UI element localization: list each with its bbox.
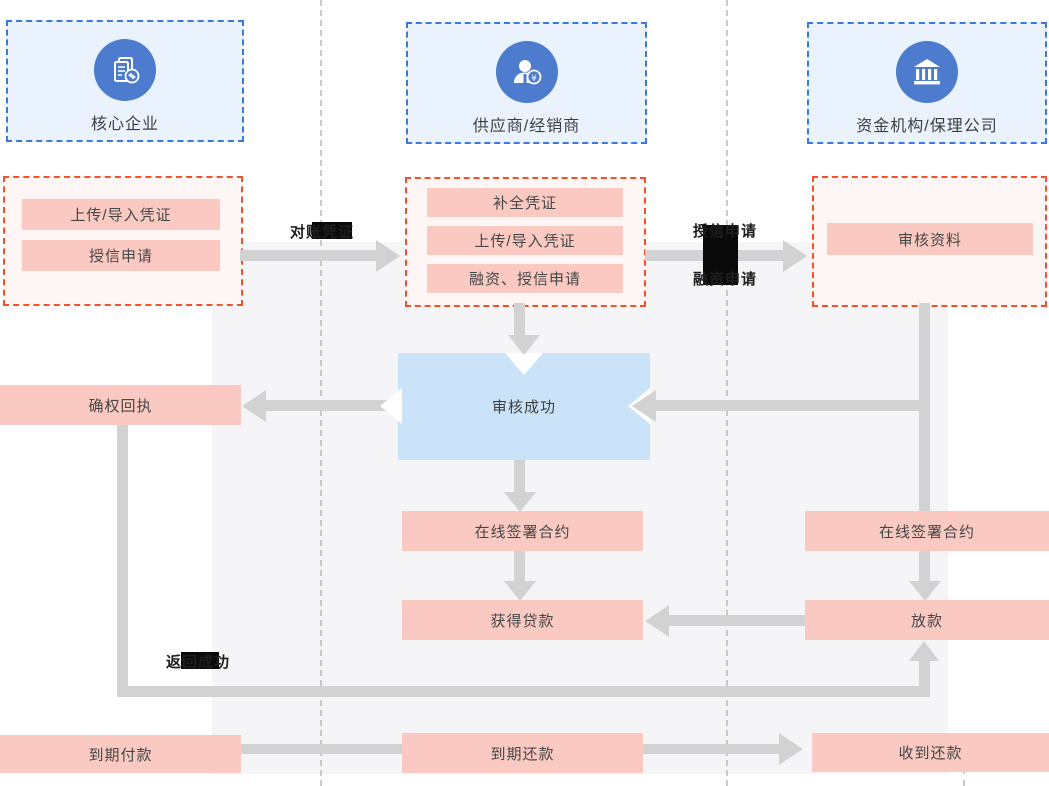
person-coin-icon: ¥ — [495, 41, 558, 103]
arrowhead-left-icon — [645, 605, 669, 637]
arrowhead-right-icon — [376, 240, 400, 272]
arrowhead-down-icon — [909, 581, 941, 601]
edge-sign-to-loan-line — [514, 551, 525, 583]
edge-audit-to-sign-line — [514, 460, 525, 494]
edge-label-credit-apply: 授信申请 — [693, 223, 758, 240]
text-overlap-artifact — [703, 225, 738, 285]
enterprise-icon — [94, 39, 156, 101]
step-supplier-upload: 上传/导入凭证 — [427, 226, 623, 255]
arrowhead-left-icon — [242, 390, 266, 422]
step-receive-repay: 收到还款 — [812, 733, 1049, 772]
edge-loop-across-line — [117, 686, 930, 697]
notch-icon — [380, 388, 402, 424]
lane-title-supplier: 供应商/经销商 — [472, 118, 581, 135]
step-core-credit: 授信申请 — [22, 240, 220, 271]
edge-label-reconcile: 对账凭证 — [290, 224, 355, 241]
step-sign-contract-mid: 在线签署合约 — [402, 511, 643, 551]
step-pay-due: 到期付款 — [0, 735, 241, 773]
lane-title-core: 核心企业 — [90, 116, 159, 133]
text-overlap-artifact — [312, 222, 352, 239]
arrowhead-down-icon — [504, 492, 536, 512]
arrowhead-down-icon — [504, 581, 536, 601]
step-repay-due: 到期还款 — [402, 733, 643, 773]
lane-header-supplier: ¥ 供应商/经销商 — [406, 22, 647, 144]
lane-divider-3 — [963, 768, 965, 786]
lane-divider-1 — [320, 0, 322, 786]
edge-disburse-to-loan-line — [665, 615, 805, 626]
step-disburse: 放款 — [805, 600, 1049, 640]
edge-audit-to-receipt-line — [262, 400, 398, 411]
step-get-loan: 获得贷款 — [402, 600, 643, 640]
step-core-upload: 上传/导入凭证 — [22, 199, 220, 230]
arrowhead-down-icon — [508, 335, 540, 355]
bank-columns-icon — [896, 41, 958, 103]
lane-divider-2 — [726, 0, 728, 786]
edge-label-finance-apply: 融资申请 — [693, 271, 758, 288]
arrowhead-left-icon — [632, 390, 656, 422]
step-funder-review: 审核资料 — [827, 223, 1033, 255]
step-supplier-finance: 融资、授信申请 — [427, 264, 623, 293]
edge-signright-to-disburse-line — [919, 551, 930, 583]
flow-background-panel — [212, 242, 948, 774]
edge-review-down-line — [919, 303, 930, 511]
step-supplier-complete: 补全凭证 — [427, 188, 623, 217]
lane-header-core: 核心企业 — [6, 20, 244, 142]
step-sign-contract-right: 在线签署合约 — [805, 511, 1049, 551]
lane-title-funder: 资金机构/保理公司 — [856, 118, 998, 135]
arrowhead-right-icon — [779, 733, 803, 765]
notch-icon — [505, 353, 543, 375]
lane-header-funder: 资金机构/保理公司 — [807, 22, 1047, 144]
text-overlap-artifact — [181, 652, 219, 669]
edge-loop-up-line — [919, 659, 930, 697]
arrowhead-right-icon — [783, 240, 807, 272]
edge-loop-down-line — [117, 425, 128, 697]
svg-text:¥: ¥ — [531, 74, 537, 84]
edge-label-return-success: 返回成功 — [166, 654, 231, 671]
edge-repay-to-receive-line — [643, 744, 783, 754]
edge-core-to-supplier-line — [240, 250, 378, 261]
edge-pay-to-repay-line — [241, 744, 402, 754]
arrowhead-up-icon — [909, 641, 939, 661]
step-confirm-receipt: 确权回执 — [0, 385, 241, 425]
edge-review-to-audit-line — [654, 400, 924, 411]
edge-finance-to-audit-line — [514, 303, 525, 337]
